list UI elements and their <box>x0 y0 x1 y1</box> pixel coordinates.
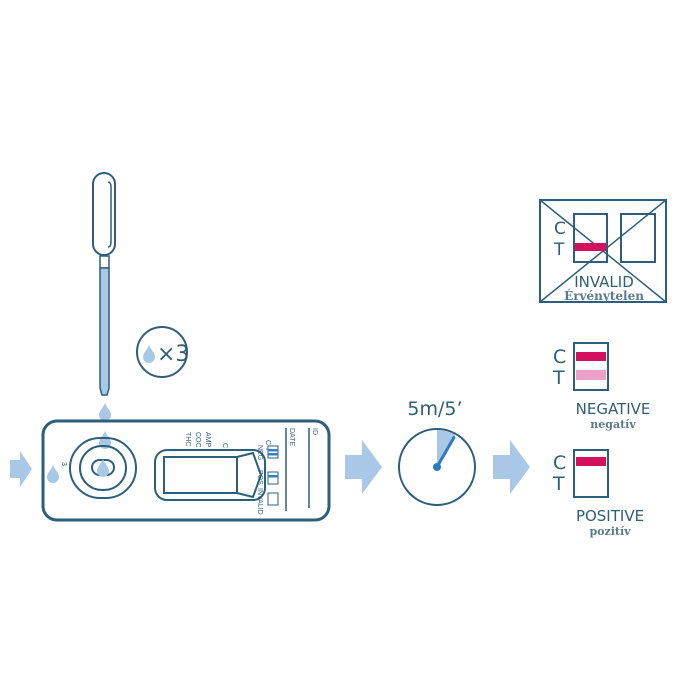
drug-label: COC <box>194 432 201 448</box>
timer-label: 5m/5’ <box>407 398 462 420</box>
invalid-subtitle: Érvénytelen <box>564 288 644 303</box>
clock-hand <box>435 436 456 469</box>
pipette-icon <box>92 172 116 396</box>
t-label: T <box>553 240 565 260</box>
timer: 5m/5’ <box>398 398 476 506</box>
positive-subtitle: pozitív <box>589 525 631 538</box>
drop-icon <box>143 345 155 363</box>
c-label: C <box>554 219 566 239</box>
id-label: ID <box>311 428 318 435</box>
drop-count-label: ×3 <box>157 342 189 367</box>
invalid-title: INVALID <box>574 273 634 291</box>
result-invalid: C T INVALID Érvénytelen <box>539 199 667 303</box>
date-label: DATE <box>288 428 295 446</box>
drop-icon <box>97 459 109 477</box>
arrow-left-icon <box>10 451 32 487</box>
negative-subtitle: negatív <box>590 418 636 431</box>
drop-icon <box>99 403 111 421</box>
result-label-invalid: INVALID <box>256 488 263 515</box>
sample-well <box>69 437 137 499</box>
well-label: 3 <box>60 462 67 466</box>
result-negative: C T NEGATIVE negatív <box>552 342 651 431</box>
clock-face <box>398 428 476 506</box>
c-label: C <box>553 452 566 474</box>
negative-title: NEGATIVE <box>576 400 651 418</box>
test-cassette: 3 THC COC AMP C C T NEG POS INVALID DATE… <box>41 419 331 522</box>
drug-label: AMP <box>204 432 211 448</box>
drug-label: C <box>221 443 228 448</box>
result-positive: C T POSITIVE pozitív <box>552 449 644 538</box>
drop-icon <box>47 465 59 483</box>
t-label: T <box>552 473 565 495</box>
c-label: C <box>553 346 566 368</box>
arrow-middle-icon <box>345 440 382 494</box>
result-window <box>154 449 266 501</box>
arrow-right-icon <box>493 440 530 494</box>
positive-title: POSITIVE <box>576 507 644 525</box>
result-label-neg: NEG <box>256 445 263 460</box>
drop-count-badge: ×3 <box>136 326 189 378</box>
result-label-pos: POS <box>256 470 263 485</box>
drug-label: THC <box>184 432 191 446</box>
t-label: T <box>552 367 565 389</box>
